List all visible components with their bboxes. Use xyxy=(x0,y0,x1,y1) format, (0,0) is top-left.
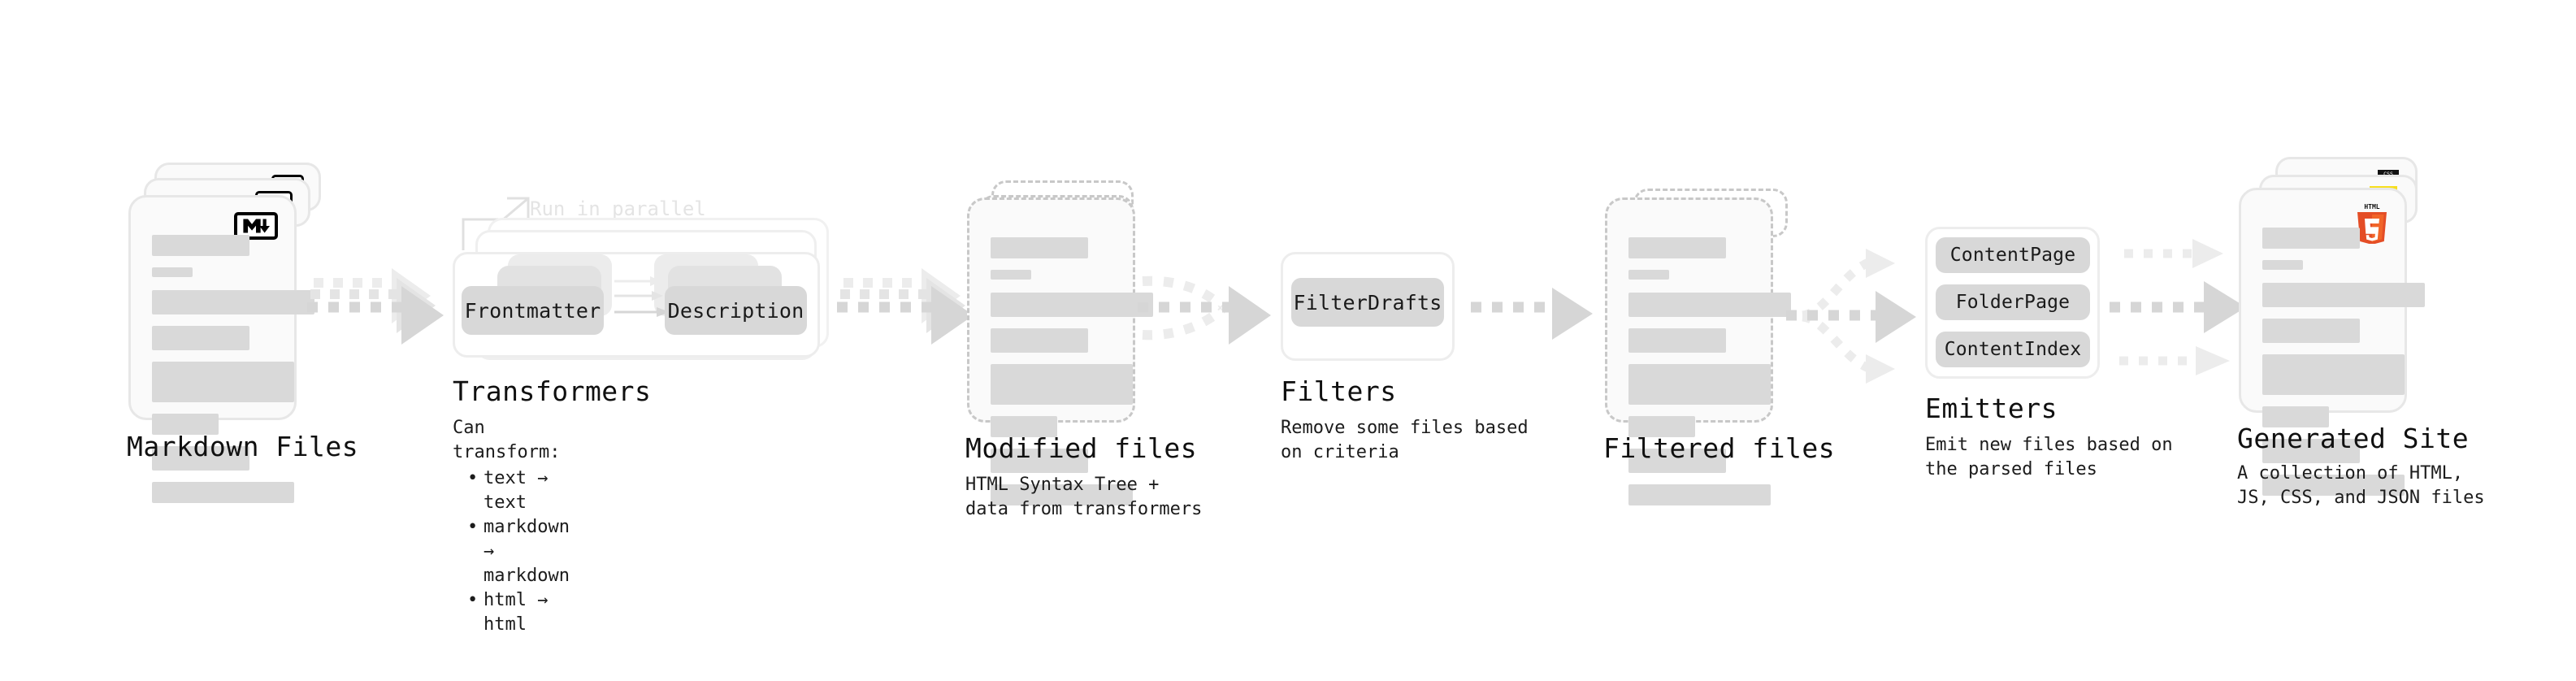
stage-title-generated-site: Generated Site xyxy=(2237,423,2470,454)
transformer-chip-description-label: Description xyxy=(667,298,804,323)
doc-skeleton-lines xyxy=(152,235,314,514)
stage-subtitle-generated-site: A collection of HTML, JS, CSS, and JSON … xyxy=(2237,463,2485,508)
emitter-chip-contentpage[interactable]: ContentPage xyxy=(1936,237,2090,273)
emitter-chip-contentindex[interactable]: ContentIndex xyxy=(1936,332,2090,367)
stage-title-emitters: Emitters xyxy=(1925,393,2058,424)
doc-line xyxy=(1628,237,1726,258)
doc-line xyxy=(2262,475,2405,496)
doc-line xyxy=(1628,416,1695,437)
transformers-bullets-head: Can transform: xyxy=(453,418,561,462)
stage-title-modified-files: Modified files xyxy=(965,432,1198,464)
doc-line xyxy=(2262,406,2329,427)
transformers-bullet-item: markdown → markdown xyxy=(467,515,570,588)
svg-text:HTML: HTML xyxy=(2364,203,2379,210)
run-in-parallel-label: Run in parallel xyxy=(530,197,706,220)
doc-line xyxy=(991,484,1133,505)
modified-card-front xyxy=(967,197,1153,505)
stage-subtitle-modified-files: HTML Syntax Tree + data from transformer… xyxy=(965,475,1203,519)
emitter-chip-contentindex-label: ContentIndex xyxy=(1944,339,2082,360)
stage-title-markdown-files: Markdown Files xyxy=(127,431,359,462)
stage-title-transformers: Transformers xyxy=(453,375,652,407)
doc-line xyxy=(152,235,249,256)
stage-title-filtered-files: Filtered files xyxy=(1603,432,1836,464)
doc-line xyxy=(152,290,314,314)
arrow-transformers-to-modified xyxy=(837,268,974,345)
transformers-bullet-item: text → text xyxy=(467,466,570,515)
arrow-emitters-to-site xyxy=(2110,239,2246,375)
doc-line xyxy=(991,328,1088,353)
transformer-inner-arrows xyxy=(614,276,670,317)
doc-line xyxy=(1628,270,1669,280)
filtered-card-front xyxy=(1605,197,1791,505)
doc-line xyxy=(991,237,1088,258)
stage-subtitle-emitters: Emit new files based on the parsed files xyxy=(1925,435,2173,479)
arrow-filters-to-filtered xyxy=(1471,288,1593,340)
transformers-bullet-list: text → text markdown → markdown html → h… xyxy=(453,466,570,637)
doc-skeleton-lines xyxy=(991,237,1153,517)
doc-line xyxy=(991,416,1057,437)
html5-icon: HTML xyxy=(2354,202,2390,247)
doc-line xyxy=(1628,364,1771,405)
doc-line xyxy=(2262,354,2405,395)
transformer-chip-description[interactable]: Description xyxy=(665,286,807,335)
doc-line xyxy=(991,293,1153,317)
doc-line xyxy=(152,414,219,435)
doc-line xyxy=(152,326,249,350)
doc-line xyxy=(152,362,294,402)
doc-skeleton-lines xyxy=(1628,237,1791,517)
doc-line xyxy=(2262,228,2360,249)
doc-line xyxy=(2262,260,2303,270)
doc-line xyxy=(2262,283,2425,307)
doc-line xyxy=(2262,319,2360,343)
emitter-chip-folderpage-label: FolderPage xyxy=(1955,292,2071,313)
emitter-chip-folderpage[interactable]: FolderPage xyxy=(1936,284,2090,320)
doc-line xyxy=(1628,293,1791,317)
doc-line xyxy=(1628,328,1726,353)
stage-title-filters: Filters xyxy=(1281,375,1397,407)
doc-line xyxy=(991,364,1133,405)
svg-text:CSS: CSS xyxy=(2383,171,2393,177)
filter-chip-filterdrafts-label: FilterDrafts xyxy=(1293,290,1442,314)
doc-line xyxy=(152,482,294,503)
transformer-chip-frontmatter[interactable]: Frontmatter xyxy=(462,286,604,335)
doc-line xyxy=(1628,449,1726,473)
doc-line xyxy=(152,267,193,277)
stage-subtitle-filters: Remove some files based on criteria xyxy=(1281,418,1529,462)
doc-skeleton-lines xyxy=(2262,228,2425,507)
filter-chip-filterdrafts[interactable]: FilterDrafts xyxy=(1291,278,1444,327)
site-card-front: HTML xyxy=(2239,188,2425,496)
doc-line xyxy=(991,270,1031,280)
doc-line xyxy=(1628,484,1771,505)
transformers-bullets: Can transform: text → text markdown → ma… xyxy=(453,416,570,637)
arrow-filtered-to-emitters xyxy=(1786,249,1916,384)
doc-line xyxy=(2262,439,2360,463)
arrow-modified-to-filters xyxy=(1138,275,1271,345)
emitter-chip-contentpage-label: ContentPage xyxy=(1949,245,2076,266)
doc-line xyxy=(991,449,1088,473)
arrow-markdown-to-transformers xyxy=(307,268,444,345)
doc-line xyxy=(152,446,249,471)
markdown-card-front xyxy=(128,195,314,503)
transformer-chip-frontmatter-label: Frontmatter xyxy=(464,298,601,323)
transformers-bullet-item: html → html xyxy=(467,588,570,637)
